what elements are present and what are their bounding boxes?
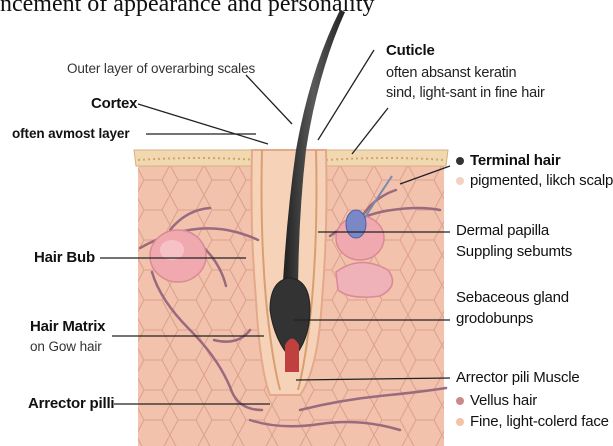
label-dermal-papilla: Dermal papilla [456, 222, 549, 239]
label-arrector-pilli: Arrector pilli [28, 395, 114, 412]
label-often-layer: often avmost layer [12, 126, 130, 141]
small-hair-bulb [346, 210, 366, 238]
label-sebaceous-gland-sub: grodobunps [456, 310, 533, 327]
label-dermal-papilla-sub: Suppling sebumts [456, 243, 572, 260]
label-cuticle: Cuticle [386, 42, 435, 59]
label-hair-matrix: Hair Matrix [30, 318, 105, 335]
epidermis-layer-right [320, 150, 448, 166]
label-sebaceous-gland: Sebaceous gland [456, 289, 569, 306]
hair-papilla [285, 339, 299, 373]
vellus-hair-dot-icon [456, 397, 464, 405]
label-cuticle-sub1: often absanst keratin [386, 65, 516, 81]
label-cortex: Cortex [91, 95, 137, 112]
legend-vellus-hair: Vellus hair [456, 392, 537, 409]
terminal-hair-dot-icon [456, 157, 464, 165]
sebaceous-lobe [336, 262, 393, 297]
legend-vellus-hair-sub: Fine, light-colerd face [456, 413, 609, 430]
label-hair-matrix-sub: on Gow hair [30, 339, 102, 354]
fine-hair-dot-icon [456, 418, 464, 426]
label-hair-bub: Hair Bub [34, 249, 95, 266]
pigmented-dot-icon [456, 177, 464, 185]
label-cuticle-sub2: sind, light-sant in fine hair [386, 85, 545, 101]
legend-terminal-hair-sub: pigmented, likch scalp [456, 172, 613, 189]
label-arrector-pili-muscle: Arrector pili Muscle [456, 369, 580, 386]
label-outer-layer: Outer layer of overarbing scales [67, 61, 255, 76]
legend-terminal-hair: Terminal hair [456, 152, 560, 169]
